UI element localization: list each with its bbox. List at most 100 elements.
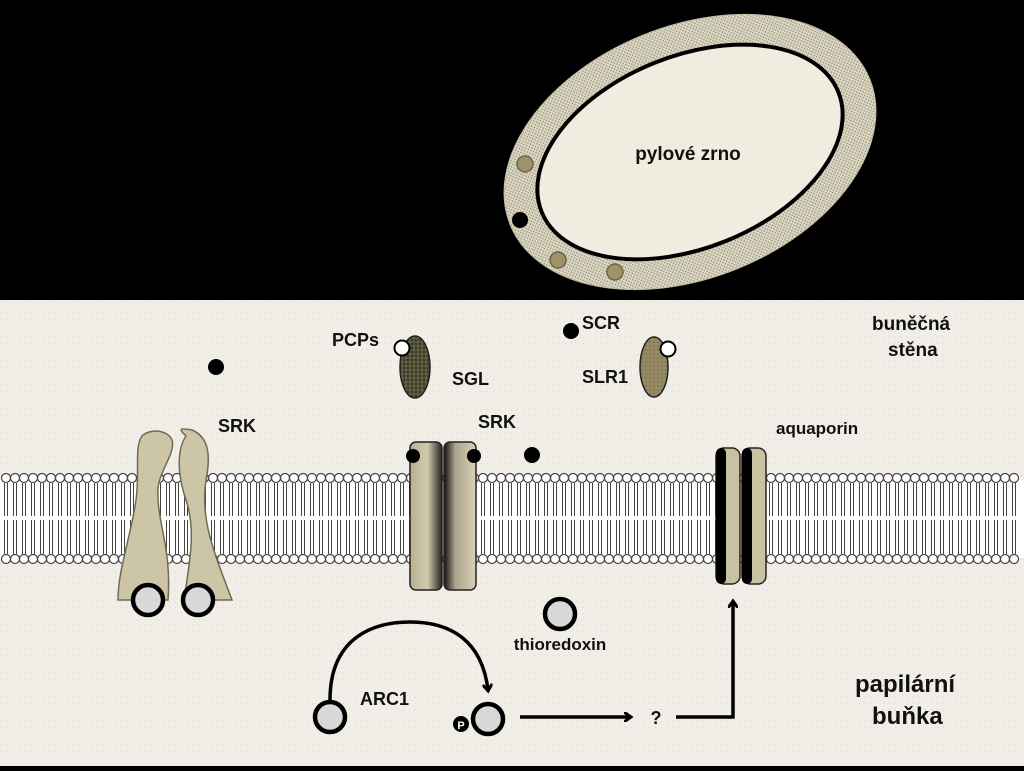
srk-left-monomer (117, 430, 174, 601)
lipid-head (765, 472, 777, 484)
lipid-head (63, 553, 75, 565)
scr-particle (563, 323, 579, 339)
lipid-head (0, 472, 12, 484)
scr-bound-particle (406, 449, 420, 463)
thioredoxin-label: thioredoxin (514, 635, 607, 654)
lipid-head (27, 472, 39, 484)
lipid-head (306, 553, 318, 565)
pollen-label: pylové zrno (635, 144, 741, 165)
lipid-head (594, 553, 606, 565)
lipid-head (846, 472, 858, 484)
lipid-head (333, 553, 345, 565)
lipid-head (9, 553, 21, 565)
lipid-head (477, 472, 489, 484)
pollen-scr-particle (512, 212, 528, 228)
lipid-head (891, 553, 903, 565)
lipid-head (963, 553, 975, 565)
lipid-head (90, 472, 102, 484)
lipid-head (270, 472, 282, 484)
lipid-head (630, 553, 642, 565)
lipid-head (882, 472, 894, 484)
lipid-head (45, 472, 57, 484)
lipid-head (387, 553, 399, 565)
lipid-head (684, 472, 696, 484)
lipid-head (585, 553, 597, 565)
lipid-head (18, 553, 30, 565)
lipid-head (612, 553, 624, 565)
lipid-head (864, 553, 876, 565)
lipid-head (162, 472, 174, 484)
srk-kinase-domain (130, 582, 166, 618)
lipid-head (522, 553, 534, 565)
cell-wall-label-line1: buněčná (872, 314, 951, 335)
lipid-head (864, 472, 876, 484)
scr-particle (524, 447, 540, 463)
lipid-head (36, 553, 48, 565)
lipid-head (63, 472, 75, 484)
unknown-step-label: ? (651, 708, 662, 728)
pollen-particle (606, 263, 624, 281)
lipid-head (999, 472, 1011, 484)
lipid-head (630, 472, 642, 484)
cell-membrane (0, 472, 1024, 565)
lipid-head (954, 553, 966, 565)
lipid-head (477, 553, 489, 565)
lipid-head (783, 553, 795, 565)
lipid-head (297, 472, 309, 484)
lipid-head (558, 553, 570, 565)
cell-label-line2: buňka (872, 703, 943, 730)
lipid-head (774, 472, 786, 484)
lipid-head (486, 553, 498, 565)
lipid-head (9, 472, 21, 484)
lipid-head (918, 472, 930, 484)
slr1-protein: SCR SLR1 (563, 313, 677, 398)
lipid-head (666, 472, 678, 484)
lipid-head (378, 472, 390, 484)
lipid-head (261, 553, 273, 565)
pollen-background (0, 0, 1024, 300)
lipid-head (666, 553, 678, 565)
arc1-arrow (328, 620, 488, 701)
lipid-head (765, 553, 777, 565)
lipid-head (216, 553, 228, 565)
lipid-head (54, 553, 66, 565)
lipid-head (927, 553, 939, 565)
lipid-head (999, 553, 1011, 565)
srk-middle-right (443, 441, 477, 591)
slr1-label: SLR1 (582, 367, 628, 387)
lipid-head (306, 472, 318, 484)
lipid-head (207, 472, 219, 484)
arc1-pathway: ARC1 P ? (312, 602, 733, 737)
lipid-head (936, 553, 948, 565)
srk-receptor-middle: SRK (406, 412, 540, 591)
lipid-head (288, 472, 300, 484)
arrow-to-aquaporin (676, 602, 733, 719)
lipid-head (324, 553, 336, 565)
lipid-head (981, 553, 993, 565)
lipid-head (342, 553, 354, 565)
lipid-head (81, 553, 93, 565)
scr-label: SCR (582, 313, 620, 333)
lipid-head (117, 472, 129, 484)
lipid-head (594, 472, 606, 484)
lipid-head (279, 553, 291, 565)
pollen-grain: pylové zrno (503, 13, 877, 291)
lipid-head (693, 553, 705, 565)
lipid-head (639, 553, 651, 565)
pollen-particle (516, 155, 534, 173)
lipid-head (981, 472, 993, 484)
lipid-head (360, 553, 372, 565)
lipid-head (486, 472, 498, 484)
lipid-head (0, 553, 12, 565)
thioredoxin: thioredoxin (514, 596, 607, 654)
lipid-head (873, 472, 885, 484)
pollen-particle (549, 251, 567, 269)
scr-particle (208, 359, 224, 375)
pcps-label: PCPs (332, 330, 379, 350)
lipid-head (846, 553, 858, 565)
lipid-head (126, 472, 138, 484)
srk-right-label: SRK (478, 412, 516, 432)
lipid-head (522, 472, 534, 484)
